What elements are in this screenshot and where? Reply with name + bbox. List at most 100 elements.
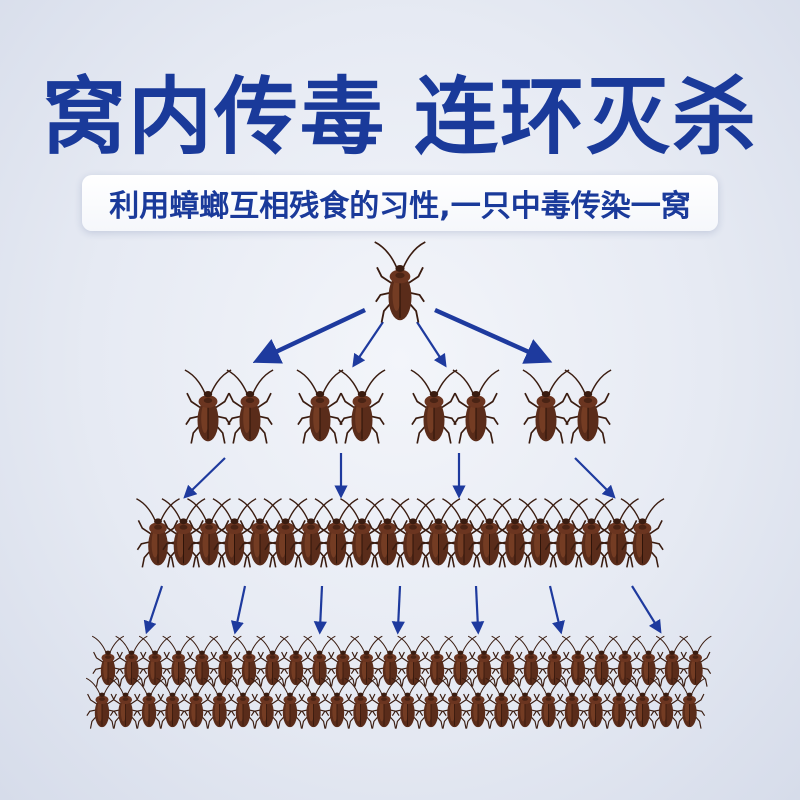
cockroach-icon (518, 498, 563, 569)
cockroach-icon (569, 498, 614, 569)
cockroach-icon (441, 498, 487, 569)
cockroach-icon (673, 677, 706, 730)
cockroach-icon (256, 635, 289, 688)
arrow-icon (230, 585, 247, 635)
cockroach-icon (579, 677, 612, 730)
arrow-icon (352, 321, 384, 368)
cockroach-icon (279, 635, 313, 688)
cockroach-icon (485, 677, 518, 730)
arrow-icon (548, 585, 565, 635)
cockroach-icon (212, 498, 257, 569)
cockroach-icon (438, 677, 471, 730)
cockroach-icon (184, 369, 232, 445)
cockroach-icon (467, 498, 512, 569)
cockroach-icon (288, 498, 334, 569)
cockroach-icon (109, 677, 142, 730)
cockroach-icon (350, 635, 383, 688)
cockroach-icon (226, 677, 260, 730)
subtitle-text: 利用蟑螂互相残食的习性,一只中毒传染一窝 (109, 189, 691, 224)
arrow-icon (574, 457, 616, 499)
cockroach-icon (91, 635, 125, 688)
subtitle-banner: 利用蟑螂互相残食的习性,一只中毒传染一窝 (82, 175, 718, 231)
cockroach-icon (649, 677, 683, 730)
cockroach-icon (561, 635, 595, 688)
cockroach-icon (508, 677, 542, 730)
cockroach-icon (115, 635, 148, 688)
cockroach-icon (303, 635, 336, 688)
cockroach-icon (135, 498, 181, 569)
cockroach-icon (132, 677, 166, 730)
headline: 窝内传毒连环灭杀 (0, 62, 800, 172)
cockroach-icon (555, 677, 589, 730)
cockroach-icon (585, 635, 618, 688)
arrow-icon (143, 585, 164, 635)
cockroach-icon (632, 635, 665, 688)
cockroach-icon (679, 635, 712, 688)
cockroach-layer (85, 241, 712, 730)
cockroach-icon (522, 369, 570, 445)
cockroach-icon (414, 677, 448, 730)
cockroach-icon (564, 369, 612, 445)
cockroach-icon (444, 635, 477, 688)
arrow-icon (631, 585, 662, 634)
cockroach-icon (420, 635, 454, 688)
cockroach-icon (161, 498, 206, 569)
cockroach-icon (185, 635, 219, 688)
cockroach-icon (538, 635, 571, 688)
cockroach-icon (373, 241, 427, 324)
cockroach-icon (338, 369, 386, 445)
arrow-icon (434, 307, 553, 364)
cockroach-icon (226, 369, 274, 445)
arrow-icon (416, 321, 447, 368)
cockroach-icon (314, 498, 359, 569)
cockroach-icon (344, 677, 377, 730)
cockroach-icon (237, 498, 283, 569)
cockroach-icon (186, 498, 232, 569)
cockroach-icon (326, 635, 360, 688)
cockroach-icon (608, 635, 642, 688)
cockroach-icon (492, 498, 538, 569)
cockroach-icon (655, 635, 689, 688)
cockroach-icon (296, 369, 344, 445)
cockroach-icon (232, 635, 266, 688)
cockroach-icon (620, 498, 665, 569)
cockroach-icon (179, 677, 213, 730)
cockroach-icon (273, 677, 307, 730)
cockroach-icon (209, 635, 242, 688)
arrow-icon (252, 307, 366, 364)
arrow-icon (391, 585, 405, 635)
cockroach-icon (138, 635, 172, 688)
cockroach-icon (626, 677, 659, 730)
cockroach-icon (365, 498, 410, 569)
cockroach-icon (391, 677, 424, 730)
cockroach-icon (514, 635, 548, 688)
cockroach-icon (594, 498, 640, 569)
cockroach-icon (339, 498, 385, 569)
cockroach-icon (367, 677, 401, 730)
cockroach-icon (320, 677, 354, 730)
cockroach-icon (452, 369, 500, 445)
cockroach-icon (461, 677, 495, 730)
arrow-icon (471, 585, 485, 635)
arrows-layer (143, 307, 662, 635)
cockroach-icon (602, 677, 636, 730)
cockroach-icon (532, 677, 565, 730)
cockroach-icon (467, 635, 501, 688)
arrow-icon (183, 457, 226, 499)
cockroach-icon (250, 677, 283, 730)
cockroach-icon (543, 498, 589, 569)
headline-part1: 窝内传毒 (41, 68, 386, 166)
cockroach-icon (491, 635, 524, 688)
cockroach-icon (263, 498, 308, 569)
cockroach-icon (297, 677, 330, 730)
cockroach-icon (397, 635, 430, 688)
cockroach-icon (416, 498, 461, 569)
cockroach-icon (373, 635, 407, 688)
arrow-icon (313, 585, 327, 635)
cockroach-icon (203, 677, 236, 730)
cockroach-icon (85, 677, 119, 730)
headline-part2: 连环灭杀 (414, 68, 759, 166)
cockroach-icon (156, 677, 189, 730)
cockroach-icon (162, 635, 195, 688)
